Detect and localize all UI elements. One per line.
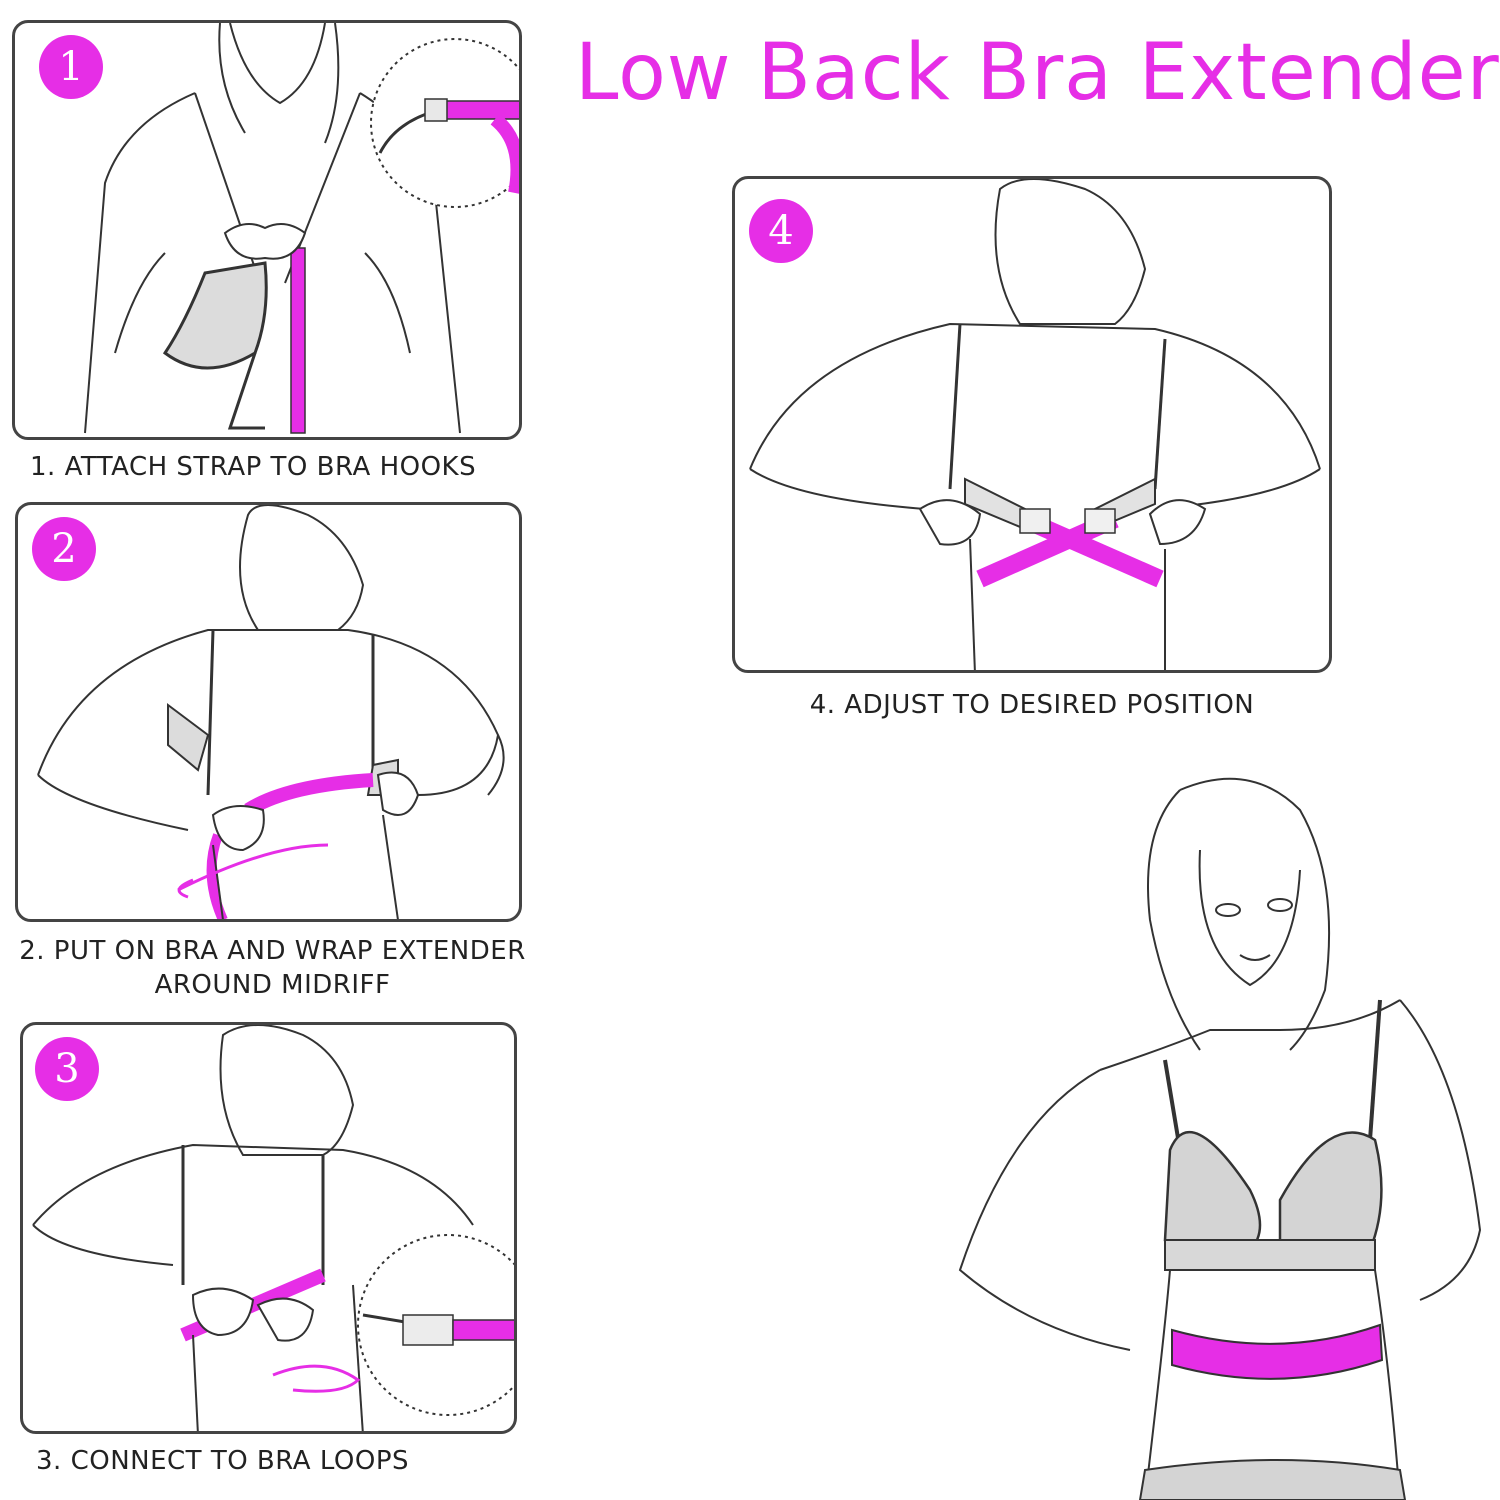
step-4-badge: 4	[749, 199, 813, 263]
step-3-badge: 3	[35, 1037, 99, 1101]
step-1-illustration	[84, 23, 519, 434]
page-title: Low Back Bra Extender	[575, 28, 1500, 118]
step-4-caption: 4. ADJUST TO DESIRED POSITION	[809, 690, 1255, 720]
step-3-panel: 3	[20, 1022, 517, 1434]
step-3-illustration	[32, 1025, 514, 1431]
step-2-illustration	[37, 505, 505, 919]
step-3-caption: 3. CONNECT TO BRA LOOPS	[36, 1446, 409, 1476]
step-2-caption-line2: AROUND MIDRIFF	[154, 970, 391, 1000]
step-1-caption: 1. ATTACH STRAP TO BRA HOOKS	[30, 452, 477, 482]
step-2-caption-line1: 2. PUT ON BRA AND WRAP EXTENDER	[19, 936, 526, 966]
front-view-illustration	[958, 777, 1482, 1500]
step-1-badge: 1	[39, 35, 103, 99]
step-2-badge: 2	[32, 517, 96, 581]
step-2-panel: 2	[15, 502, 522, 922]
step-4-panel: 4	[732, 176, 1332, 673]
step-1-panel: 1	[12, 20, 522, 440]
step-4-illustration	[749, 179, 1321, 670]
